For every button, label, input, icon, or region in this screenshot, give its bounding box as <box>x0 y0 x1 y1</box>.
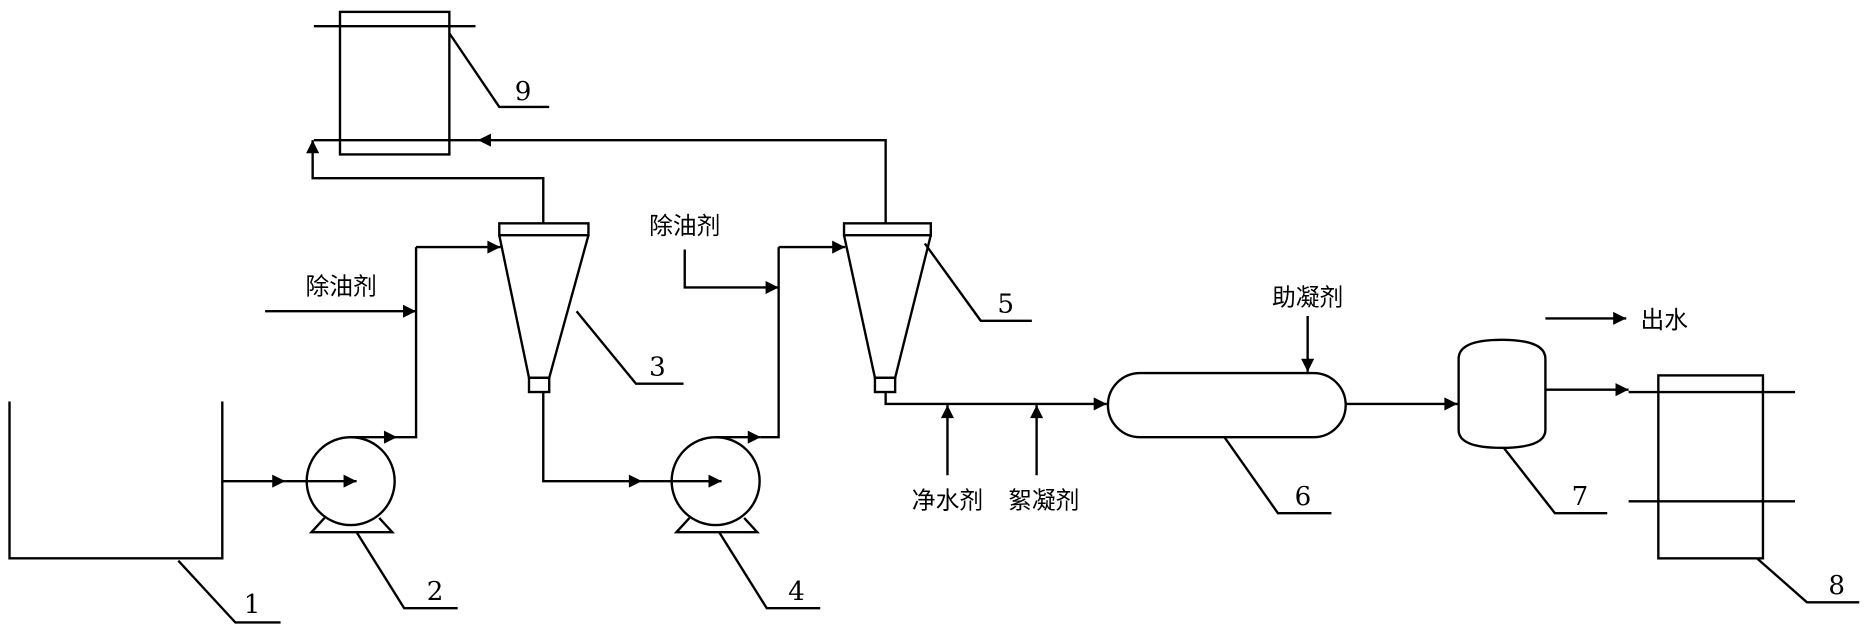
pipe-cyclone-a-overflow <box>306 140 545 224</box>
pump-b-number-label: 4 <box>788 577 805 607</box>
separator-outlets: 出水 <box>1545 306 1689 397</box>
cyclone-a-unit: 3 <box>498 222 684 394</box>
tank-body <box>8 401 224 560</box>
pipe-pump-b-to-cyclone-b <box>715 240 846 444</box>
tank-unit: 1 <box>8 401 281 624</box>
pipe-cyclone-a-to-pump-b <box>542 392 722 488</box>
cyclone-b-unit: 5 <box>842 222 1032 394</box>
degreaser-a-label: 除油剂 <box>306 273 377 301</box>
coagulant-aid-label: 助凝剂 <box>1272 283 1343 311</box>
filter-right-number-label: 8 <box>1828 571 1845 601</box>
reactor-number-label: 6 <box>1295 482 1312 512</box>
pump-a-number-label: 2 <box>427 577 444 607</box>
pump-a-unit: 2 <box>305 435 458 610</box>
filter-top-body <box>338 10 451 156</box>
pipe-cyclone-b-overflow <box>477 133 887 224</box>
cyclone-a-cone <box>498 234 590 379</box>
purifier-label: 净水剂 <box>912 486 983 514</box>
separator-vessel <box>1457 338 1547 450</box>
separator-number-label: 7 <box>1572 482 1589 512</box>
separator-unit: 7 <box>1457 338 1608 515</box>
degreaser-b-feed: 除油剂 <box>649 212 779 295</box>
reactor-leader-line <box>1223 436 1332 515</box>
coagulant-aid-feed: 助凝剂 <box>1272 283 1343 372</box>
filter-top-leader-line <box>448 32 550 109</box>
flocculant-feed: 絮凝剂 <box>1008 405 1079 514</box>
degreaser-a-feed: 除油剂 <box>265 273 417 318</box>
degreaser-b-pipe <box>683 249 779 295</box>
filter-top-unit: 9 <box>313 10 550 156</box>
pump-b-leader-line <box>718 531 821 610</box>
pump-b-base <box>673 517 760 534</box>
tank-number-label: 1 <box>244 590 261 620</box>
pipe-cyclone-a-underflow <box>542 392 642 488</box>
filter-right-body <box>1657 374 1765 560</box>
filter-right-leader-line <box>1756 557 1860 604</box>
purifier-feed: 净水剂 <box>912 405 983 514</box>
cyclone-b-underflow-outlet <box>873 376 897 394</box>
reactor-unit: 6 <box>1106 371 1347 515</box>
separator-leader-line <box>1502 447 1608 515</box>
pump-a-leader-line <box>355 531 458 610</box>
tank-leader-line <box>177 559 281 624</box>
cyclone-a-underflow-outlet <box>527 376 551 394</box>
pump-b-unit: 4 <box>670 435 821 610</box>
pump-a-base <box>308 517 395 534</box>
pipe-pump-b-riser <box>760 247 780 439</box>
cyclone-b-number-label: 5 <box>997 289 1014 319</box>
pipe-cyclone-b-to-reactor <box>884 392 1107 411</box>
cyclone-a-cylinder <box>498 222 590 237</box>
filter-right-unit: 8 <box>1628 374 1860 604</box>
cyclone-b-leader-line <box>923 242 1032 322</box>
filter-top-number-label: 9 <box>515 77 532 107</box>
clean-water-outlet-label: 出水 <box>1641 306 1689 334</box>
degreaser-b-label: 除油剂 <box>649 212 720 240</box>
pipe-pump-a-riser <box>397 247 418 439</box>
cyclone-a-leader-line <box>575 310 684 385</box>
reactor-vessel <box>1106 371 1347 439</box>
flocculant-label: 絮凝剂 <box>1008 486 1079 514</box>
cyclone-b-cone <box>842 234 932 379</box>
cyclone-b-cylinder <box>842 222 932 237</box>
cyclone-a-number-label: 3 <box>649 352 666 382</box>
